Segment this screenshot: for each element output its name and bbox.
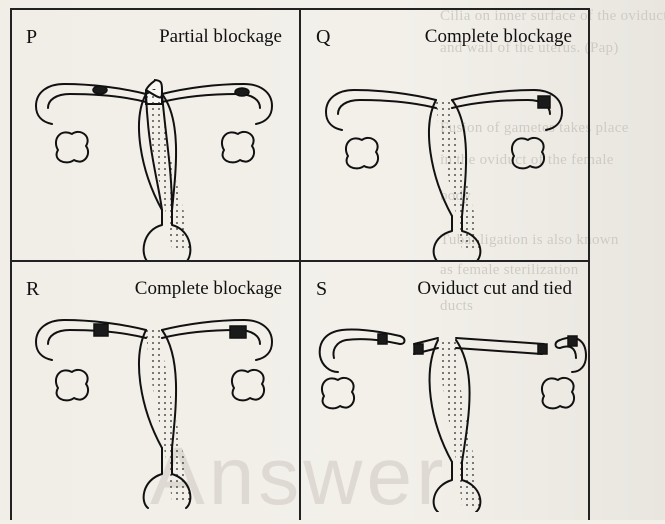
panel-r: R Complete blockage [12, 262, 300, 514]
panel-q: Q Complete blockage [302, 10, 590, 262]
uterus-diagram-p [12, 10, 300, 260]
panel-p: P Partial blockage [12, 10, 300, 262]
uterus-diagram-s [302, 262, 590, 512]
uterus-diagram-r [12, 262, 300, 512]
uterus-diagram-q [302, 10, 590, 260]
panel-s: S Oviduct cut and tied [302, 262, 590, 514]
